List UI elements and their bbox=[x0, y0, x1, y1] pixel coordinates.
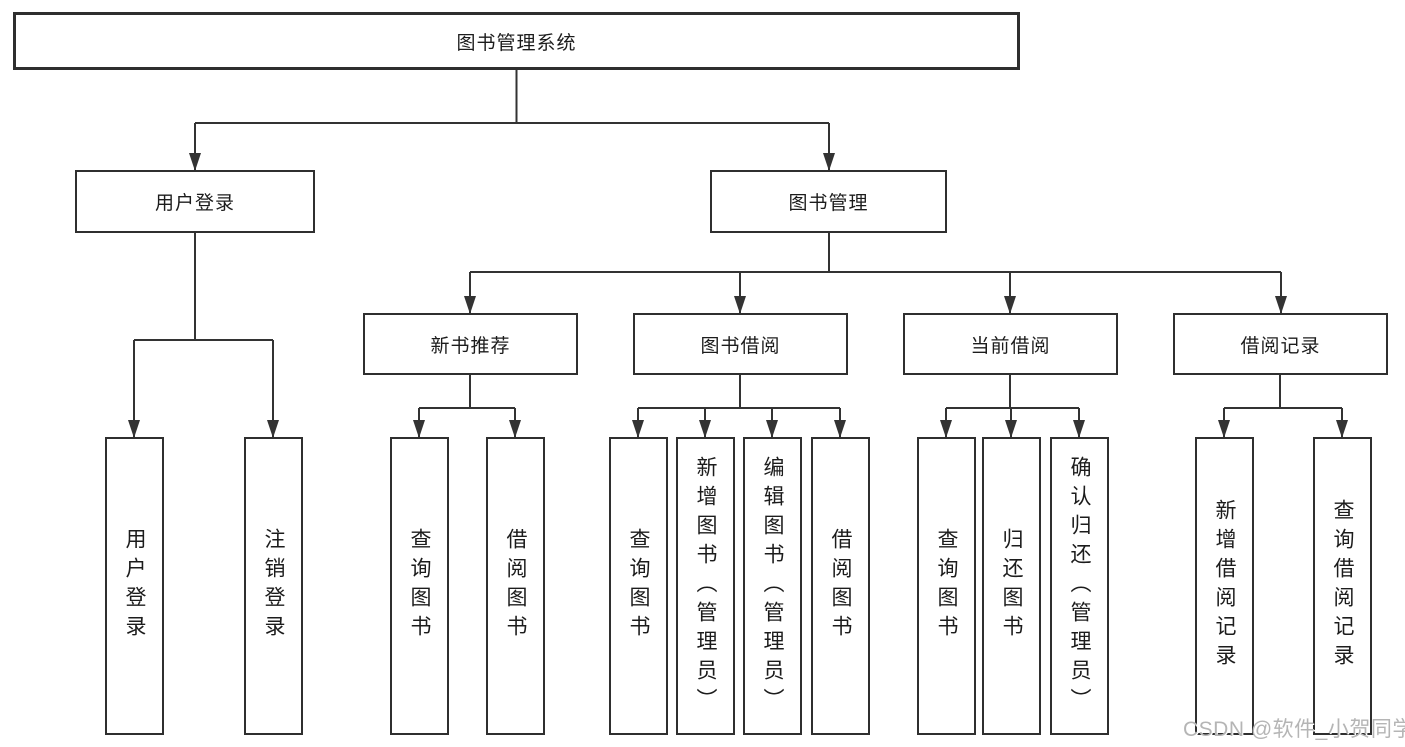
leaf-query-book-borrowing-label: 查询图书 bbox=[627, 528, 650, 644]
leaf-query-borrow-record-label: 查询借阅记录 bbox=[1331, 499, 1354, 673]
node-library-management-system: 图书管理系统 bbox=[13, 12, 1020, 70]
leaf-query-book-current-label: 查询图书 bbox=[935, 528, 958, 644]
leaf-edit-book-admin: 编辑图书（管理员） bbox=[743, 437, 802, 735]
leaf-add-borrow-record-label: 新增借阅记录 bbox=[1213, 499, 1236, 673]
leaf-add-book-admin: 新增图书（管理员） bbox=[676, 437, 735, 735]
leaf-query-book-newbook-label: 查询图书 bbox=[408, 528, 431, 644]
leaf-user-login: 用户登录 bbox=[105, 437, 164, 735]
leaf-confirm-return-admin: 确认归还（管理员） bbox=[1050, 437, 1109, 735]
leaf-borrow-book-newbook-label: 借阅图书 bbox=[504, 528, 527, 644]
leaf-user-login-label: 用户登录 bbox=[123, 528, 146, 644]
leaf-add-book-admin-label: 新增图书（管理员） bbox=[694, 455, 717, 717]
node-book-borrowing: 图书借阅 bbox=[633, 313, 848, 375]
leaf-return-book: 归还图书 bbox=[982, 437, 1041, 735]
node-current-borrowing: 当前借阅 bbox=[903, 313, 1118, 375]
node-book-management: 图书管理 bbox=[710, 170, 947, 233]
node-user-login: 用户登录 bbox=[75, 170, 315, 233]
leaf-edit-book-admin-label: 编辑图书（管理员） bbox=[761, 455, 784, 717]
leaf-query-book-borrowing: 查询图书 bbox=[609, 437, 668, 735]
leaf-logout: 注销登录 bbox=[244, 437, 303, 735]
node-borrowing-records: 借阅记录 bbox=[1173, 313, 1388, 375]
leaf-query-book-newbook: 查询图书 bbox=[390, 437, 449, 735]
leaf-query-borrow-record: 查询借阅记录 bbox=[1313, 437, 1372, 735]
csdn-watermark: CSDN @软件_小贺同学 bbox=[1183, 718, 1405, 741]
leaf-borrow-book-borrowing-label: 借阅图书 bbox=[829, 528, 852, 644]
leaf-confirm-return-admin-label: 确认归还（管理员） bbox=[1068, 455, 1091, 717]
leaf-logout-label: 注销登录 bbox=[262, 528, 285, 644]
leaf-return-book-label: 归还图书 bbox=[1000, 528, 1023, 644]
leaf-query-book-current: 查询图书 bbox=[917, 437, 976, 735]
leaf-add-borrow-record: 新增借阅记录 bbox=[1195, 437, 1254, 735]
leaf-borrow-book-newbook: 借阅图书 bbox=[486, 437, 545, 735]
node-new-book-recommend: 新书推荐 bbox=[363, 313, 578, 375]
leaf-borrow-book-borrowing: 借阅图书 bbox=[811, 437, 870, 735]
